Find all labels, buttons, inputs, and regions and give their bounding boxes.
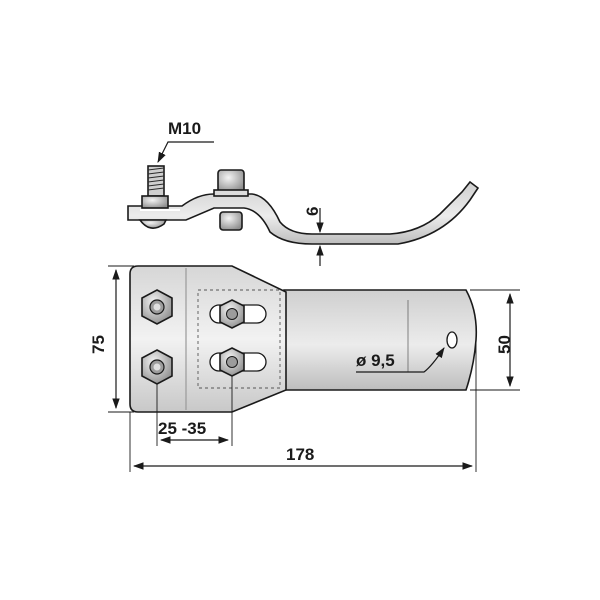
side-washer-center	[213, 189, 249, 197]
mounting-hole	[446, 331, 458, 349]
clamp-plate	[129, 265, 287, 413]
side-left-cap	[138, 219, 168, 229]
plan-view: ø 9,5 75 50 25 -35 178	[89, 265, 520, 472]
slot-bottom	[209, 347, 267, 377]
thickness-label: 6	[303, 207, 322, 216]
width-label: 50	[495, 335, 514, 354]
slot-range-label: 25 -35	[158, 419, 206, 438]
hex-nut-bottom-left	[141, 349, 173, 385]
bolt-threads	[147, 167, 165, 191]
side-nut-center-top	[217, 169, 245, 193]
hex-nut-top-left	[141, 289, 173, 325]
side-strap	[127, 180, 480, 245]
thread-label: M10	[168, 119, 201, 138]
length-label: 178	[286, 445, 314, 464]
side-nut-left	[141, 195, 169, 209]
hole-diameter-label: ø 9,5	[356, 351, 395, 370]
thread-leader	[157, 141, 214, 163]
side-view: M10 6	[127, 119, 480, 266]
side-nut-center-bottom	[219, 211, 243, 231]
slot-top	[209, 299, 267, 329]
hole-leader	[356, 347, 445, 373]
height-label: 75	[89, 335, 108, 354]
